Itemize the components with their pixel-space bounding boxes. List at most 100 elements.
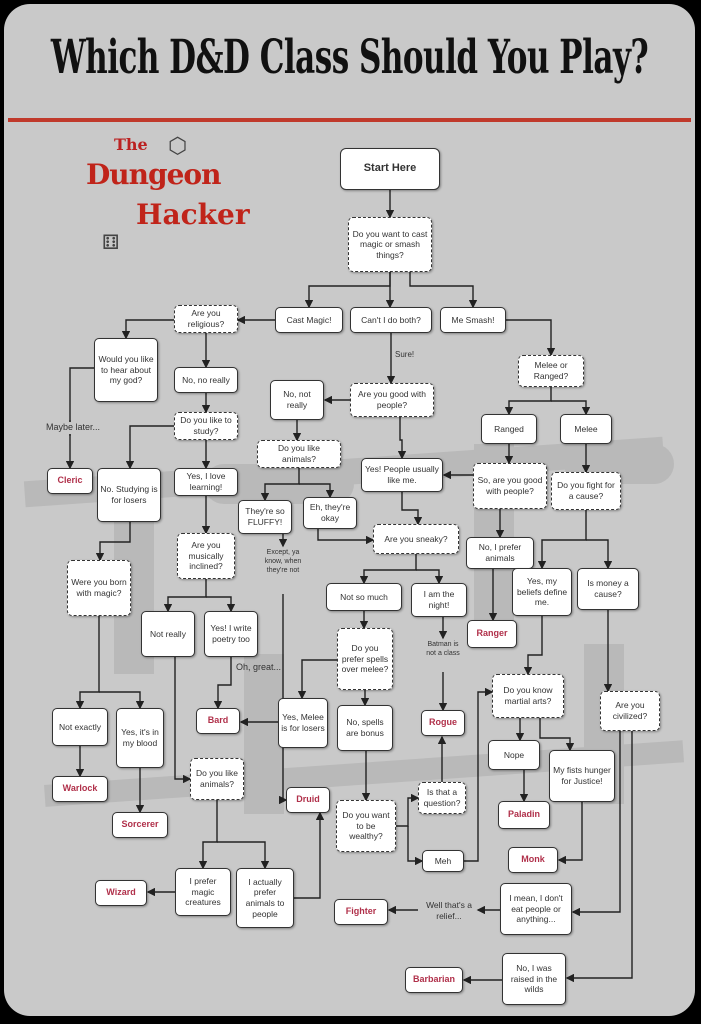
edge	[260, 468, 300, 502]
edge	[213, 657, 232, 710]
logo-dungeon: Dungeon	[86, 158, 221, 191]
logo-hacker: Hacker	[136, 198, 250, 231]
answer-node-cast: Cast Magic!	[275, 307, 343, 333]
edge	[557, 802, 583, 865]
edge	[523, 616, 543, 676]
edge	[121, 319, 174, 340]
class-result-rogue: Rogue	[421, 710, 465, 736]
edge	[174, 657, 192, 784]
title-divider	[8, 118, 691, 122]
edge	[198, 800, 218, 870]
edge	[317, 529, 375, 545]
answer-node-melee: Melee	[560, 414, 612, 444]
answer-node-prefer-animals: I actually prefer animals to people	[236, 868, 294, 928]
edge	[95, 522, 131, 562]
answer-node-no-not-really: No, not really	[270, 380, 324, 420]
edge	[99, 691, 145, 710]
answer-node-no-study: No. Studying is for losers	[97, 468, 161, 522]
class-result-barbarian: Barbarian	[405, 967, 463, 993]
dungeon-hacker-logo: The ⬡ Dungeon Hacker ⚅	[86, 134, 261, 266]
answer-node-start: Start Here	[340, 148, 440, 190]
answer-node-dont-eat: I mean, I don't eat people or anything..…	[500, 883, 572, 935]
question-node-martial: Do you know martial arts?	[492, 674, 564, 718]
answer-node-meh: Meh	[422, 850, 464, 872]
class-result-warlock: Warlock	[52, 776, 108, 802]
question-node-study: Do you like to study?	[174, 412, 238, 440]
class-result-wizard: Wizard	[95, 880, 147, 906]
answer-node-both: Can't I do both?	[350, 307, 432, 333]
logo-the: The	[114, 135, 148, 154]
answer-node-smash: Me Smash!	[440, 307, 506, 333]
answer-node-yes-melee: Yes, Melee is for losers	[278, 698, 328, 748]
class-result-druid: Druid	[286, 787, 330, 813]
edge	[464, 687, 494, 862]
edge	[163, 579, 207, 613]
question-node-so-good: So, are you good with people?	[473, 463, 547, 509]
label-batman: Batman is not a class	[426, 641, 460, 658]
answer-node-no-spells: No, spells are bonus	[337, 705, 393, 751]
class-result-paladin: Paladin	[498, 801, 550, 829]
edge	[299, 483, 335, 499]
question-node-born-magic: Were you born with magic?	[67, 560, 131, 616]
edge	[304, 272, 391, 309]
edge	[537, 510, 587, 570]
label-maybe-later: Maybe later...	[46, 422, 101, 434]
edge	[551, 400, 591, 416]
question-node-good-people: Are you good with people?	[350, 383, 434, 417]
d6-icon: ⚅	[102, 232, 120, 254]
answer-node-blood: Yes, it's in my blood	[116, 708, 164, 768]
edge	[565, 731, 633, 983]
answer-node-fists: My fists hunger for Justice!	[549, 750, 615, 802]
question-node-cause: Do you fight for a cause?	[551, 472, 621, 510]
question-node-melee-ranged: Melee or Ranged?	[518, 355, 584, 387]
class-result-monk: Monk	[508, 847, 558, 873]
answer-node-not-so-much: Not so much	[326, 583, 402, 611]
answer-node-poetry: Yes! I write poetry too	[204, 611, 258, 657]
label-oh-great: Oh, great...	[236, 662, 282, 672]
class-result-fighter: Fighter	[334, 899, 388, 925]
answer-node-nope: Nope	[488, 740, 540, 770]
answer-node-no-animals: No, I prefer animals	[466, 537, 534, 569]
watermark-stroke	[244, 654, 284, 814]
edge	[397, 417, 407, 460]
edge	[396, 793, 420, 827]
question-node-musical: Are you musically inclined?	[177, 533, 235, 579]
answer-node-yes-people: Yes! People usually like me.	[361, 458, 443, 492]
edge	[125, 425, 174, 470]
answer-node-fluffy: They're so FLUFFY!	[238, 500, 292, 534]
answer-node-night: I am the night!	[411, 583, 467, 617]
question-node-question: Is that a question?	[418, 782, 466, 814]
question-node-religious: Are you religious?	[174, 305, 238, 333]
answer-node-hear-god: Would you like to hear about my god?	[94, 338, 158, 402]
class-result-sorcerer: Sorcerer	[112, 812, 168, 838]
answer-node-ranged: Ranged	[481, 414, 537, 444]
edge	[409, 272, 478, 309]
edge	[217, 841, 270, 870]
label-relief: Well that's a relief...	[426, 900, 472, 922]
edge	[206, 596, 236, 613]
label-sure: Sure!	[395, 350, 415, 359]
question-node-civilized: Are you civilized?	[600, 691, 660, 731]
question-node-spells: Do you prefer spells over melee?	[337, 628, 393, 690]
class-result-ranger: Ranger	[467, 620, 517, 648]
answer-node-magic-creatures: I prefer magic creatures	[175, 868, 231, 916]
answer-node-no-really: No, no really	[174, 367, 238, 393]
answer-node-money: Is money a cause?	[577, 568, 639, 610]
edge	[359, 554, 417, 585]
edge	[586, 539, 613, 570]
edge	[506, 319, 556, 357]
edge	[539, 718, 575, 752]
question-node-like-animals: Do you like animals?	[257, 440, 341, 468]
edge	[297, 659, 337, 700]
answer-node-not-exactly: Not exactly	[52, 708, 108, 746]
edge	[75, 616, 100, 710]
edge	[571, 731, 621, 917]
edge	[294, 811, 325, 899]
answer-node-not-really: Not really	[141, 611, 195, 657]
question-node-q-magic: Do you want to cast magic or smash thing…	[348, 217, 432, 272]
answer-node-raised: No, I was raised in the wilds	[502, 953, 566, 1005]
answer-node-beliefs: Yes, my beliefs define me.	[512, 568, 572, 616]
edge	[416, 569, 444, 585]
answer-node-eh-okay: Eh, they're okay	[303, 497, 357, 529]
